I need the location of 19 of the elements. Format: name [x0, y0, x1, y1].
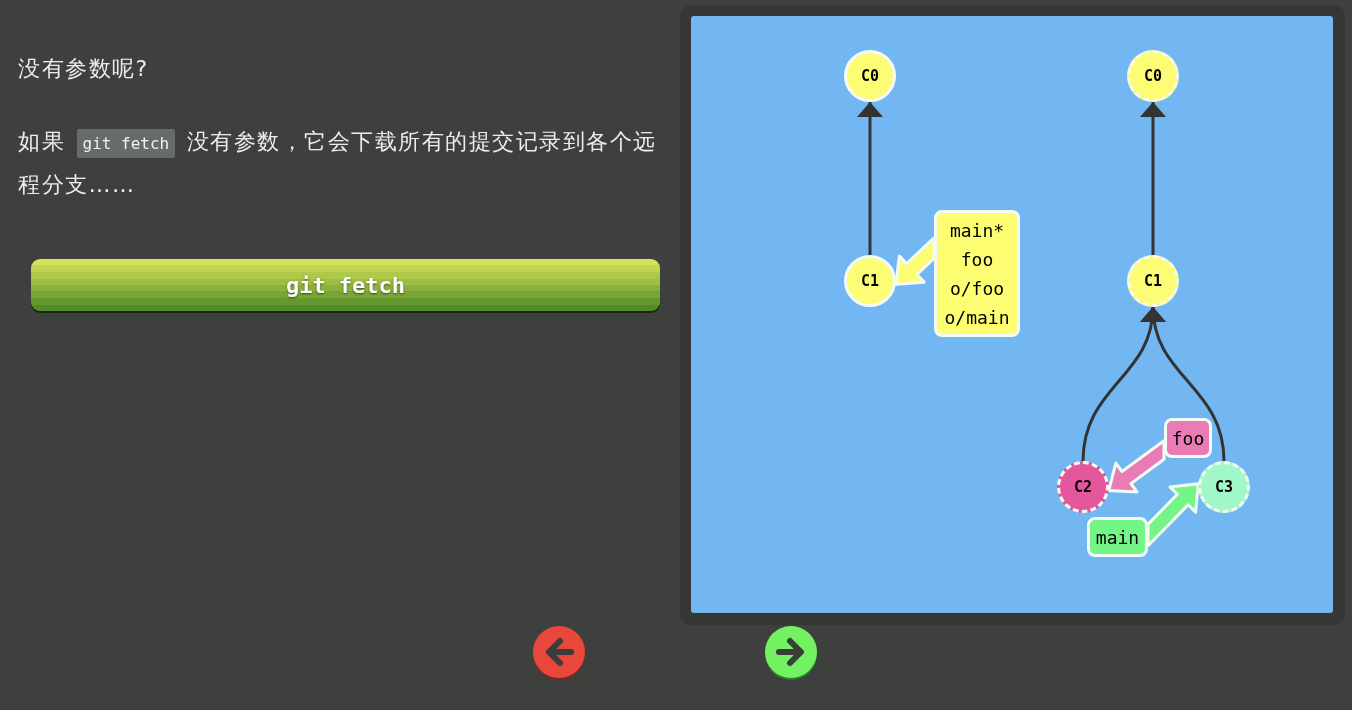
- branch-tag: [934, 210, 1020, 337]
- branch-name: o/main: [944, 305, 1010, 330]
- arrow: [1140, 102, 1166, 255]
- branch-tag: [1164, 418, 1212, 458]
- heading-text: 没有参数呢?: [18, 55, 149, 83]
- branch-arrow: [894, 236, 936, 286]
- branch-name: main*: [949, 218, 1005, 243]
- branch-name: foo: [1171, 426, 1205, 451]
- branch-tag: [1087, 517, 1148, 557]
- arrow: [1141, 306, 1226, 462]
- branch-name: main: [1095, 525, 1140, 550]
- branch-name: o/foo: [949, 276, 1005, 301]
- branch-arrow: [1107, 439, 1166, 494]
- branch-name: foo: [960, 247, 994, 272]
- command-button: git fetch: [31, 259, 660, 311]
- arrow: [857, 102, 883, 255]
- inline-code: git fetch: [76, 129, 176, 158]
- branch-arrow: [1146, 482, 1200, 548]
- paragraph-text: 如果 git fetch 没有参数，它会下载所有的提交记录到各个远程分支……: [18, 128, 658, 199]
